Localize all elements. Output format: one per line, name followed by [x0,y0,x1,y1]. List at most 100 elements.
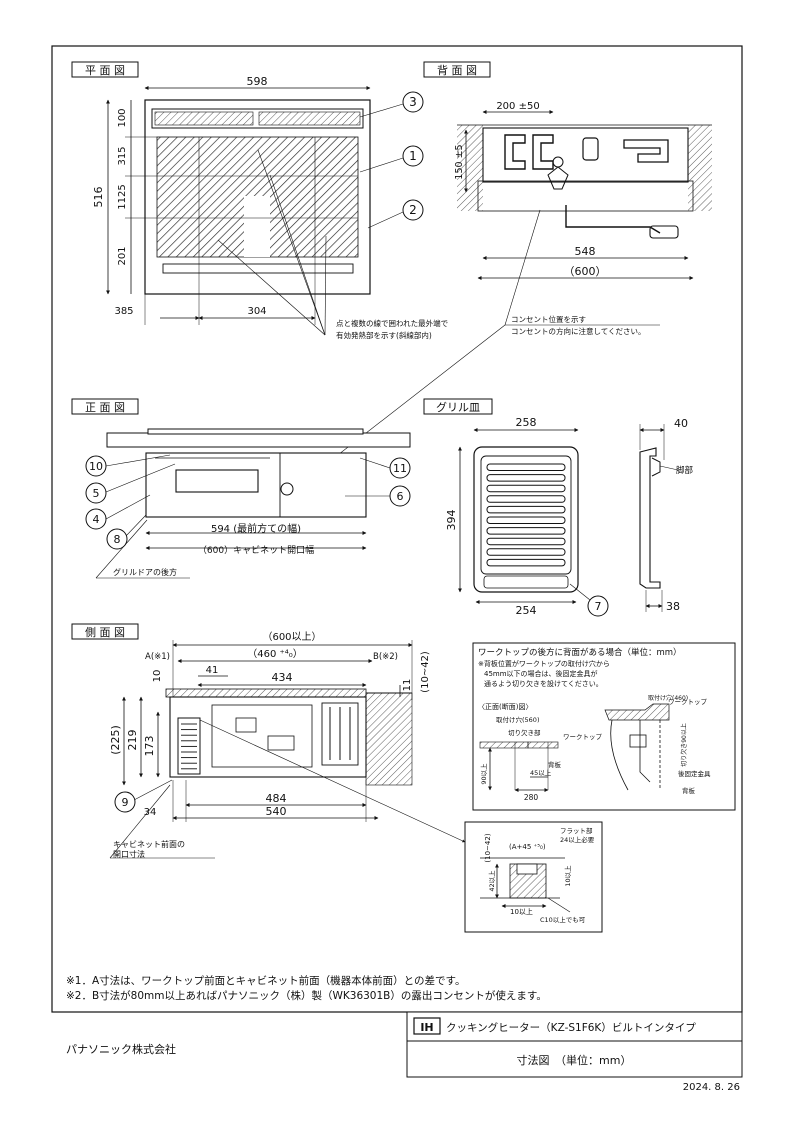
detail-title: ワークトップの後方に背面がある場合（単位：mm） [478,647,682,658]
grill-door-note: グリルドアの後方 [113,567,177,577]
dim-100: 100 [117,108,128,127]
dim-10-42: (10~42) [420,651,431,693]
drawing-name: 寸法図 （単位：mm） [517,1053,632,1067]
dim-315: 315 [117,146,128,165]
company-name: パナソニック株式会社 [66,1042,176,1056]
note-2: ※2．B寸法が80mm以上あればパナソニック（株）製（WK36301B）の露出コ… [66,989,547,1002]
sheet-border [51,45,743,1013]
dim-254: 254 [516,604,537,617]
grill-pan-outline [473,446,579,593]
dim-434: 434 [272,671,293,684]
dim-258: 258 [516,416,537,429]
dim-598: 598 [247,75,268,88]
dim-173: 173 [143,736,156,757]
callout-11 [389,457,411,479]
dim-a: A(※1) [145,652,170,662]
worktop [106,432,411,448]
dim-304: 304 [247,306,266,317]
callout-10-label: 10 [89,460,103,473]
inset-d10-42: (10~42) [484,833,492,862]
callout-2 [402,199,424,221]
power-plug [649,225,679,239]
plan-note-line-1: 点と複数の線で囲われた最外端で [336,318,448,328]
plan-view-label-box [71,61,139,78]
dim-484: 484 [266,792,287,805]
back-view: 背 面 図 200 ±50 150 ±5 548 （600） コンセント位置を示… [297,61,712,487]
callout-1-label: 1 [409,149,417,163]
grill-view-label: グリル皿 [436,400,480,414]
detail-d90: 90以上 [479,763,488,785]
detail-d45: 45以上 [530,768,552,777]
grill-bar [486,474,566,482]
inset-flat-2: 24以上必要 [560,835,595,844]
outlet-note-line-2: コンセントの方向に注意してください。 [511,326,646,336]
dim-460: （460 ⁺⁴₀） [247,648,303,660]
grill-window [175,469,259,493]
detail-box-frame [472,642,736,811]
product-name: クッキングヒーター（KZ-S1F6K）ビルトインタイプ [446,1021,696,1034]
callout-8 [106,528,128,550]
glass-top [147,428,364,435]
inset-d10b: 10以上 [510,907,533,916]
vent-left [154,111,254,126]
side-view-label-box [71,623,139,640]
callout-1 [402,145,424,167]
grill-bar [486,527,566,535]
callout-3 [402,91,424,113]
vent-outline [151,108,364,129]
grill-view-label-box [423,398,493,415]
grill-bar [486,537,566,546]
detail-d280: 280 [524,793,539,802]
side-view: 側 面 図 （600以上） （460 ⁺⁴₀） A(※1) B(※2) 41 4… [71,623,466,859]
dim-200: 200 ±50 [496,101,539,112]
dim-38: 38 [666,600,680,613]
callout-3-label: 3 [409,95,417,109]
dim-1125: 1125 [117,184,128,209]
dim-150: 150 ±5 [454,144,465,179]
callout-6 [389,485,411,507]
dim-600-cabinet: （600）キャビネット開口幅 [198,544,314,556]
detail-mount-hole-r: 取付け穴(460) [648,694,688,702]
callout-7 [587,595,609,617]
detail-worktop: ワークトップ [563,733,603,741]
ih-label: IH [420,1021,433,1034]
inset-a45: (A+45 ⁺⁵₀) [509,843,546,851]
dim-600-back: （600） [564,265,607,278]
dim-600-side: （600以上） [262,631,321,643]
inset-d10: 10以上 [563,865,572,887]
callout-5 [85,482,107,504]
grill-bar [486,516,566,524]
grill-bar [486,505,566,514]
detail-line-1: ※背板位置がワークトップの取付け穴から [478,659,610,668]
detail-line-3: 通るよう切り欠きを設けてください。 [484,679,603,688]
dim-41: 41 [206,665,219,676]
callout-4 [85,508,107,530]
plan-view-label: 平 面 図 [85,64,125,77]
inset-flat-1: フラット部 [560,826,593,835]
handle-label: 脚部 [676,465,694,476]
ih-badge [413,1017,441,1035]
title-block: パナソニック株式会社 IH クッキングヒーター（KZ-S1F6K）ビルトインタイ… [66,1011,743,1093]
dim-594: 594 (最前方ての幅) [211,522,301,535]
inset-detail: (10~42) (A+45 ⁺⁵₀) フラット部 24以上必要 42以上 10以… [464,821,603,933]
grill-bar [486,558,566,567]
detail-worktop-r: ワークトップ [668,698,708,706]
callout-4-label: 4 [93,513,100,526]
callout-6-label: 6 [397,490,404,503]
dim-40: 40 [674,417,688,430]
dim-34: 34 [144,807,157,818]
detail-section: 〈正面(断面)図〉 [478,702,532,711]
grill-bar [486,463,566,471]
note-1: ※1．A寸法は、ワークトップ前面とキャビネット前面（機器本体前面）との差です。 [66,974,466,987]
callout-9-label: 9 [122,796,129,809]
dim-225: (225) [109,725,122,755]
front-view: 正 面 図 594 (最前方ての幅) （600）キャビネット開口幅 グリルドアの… [71,398,411,579]
cabinet-note-line-2: 開口寸法 [113,849,145,859]
dim-394: 394 [445,510,458,531]
dim-540: 540 [266,805,287,818]
dim-548: 548 [575,245,596,258]
callout-2-label: 2 [409,203,417,217]
dim-516: 516 [92,187,105,208]
outlet-note-line-1: コンセント位置を示す [511,314,586,324]
center-gap [244,196,270,257]
